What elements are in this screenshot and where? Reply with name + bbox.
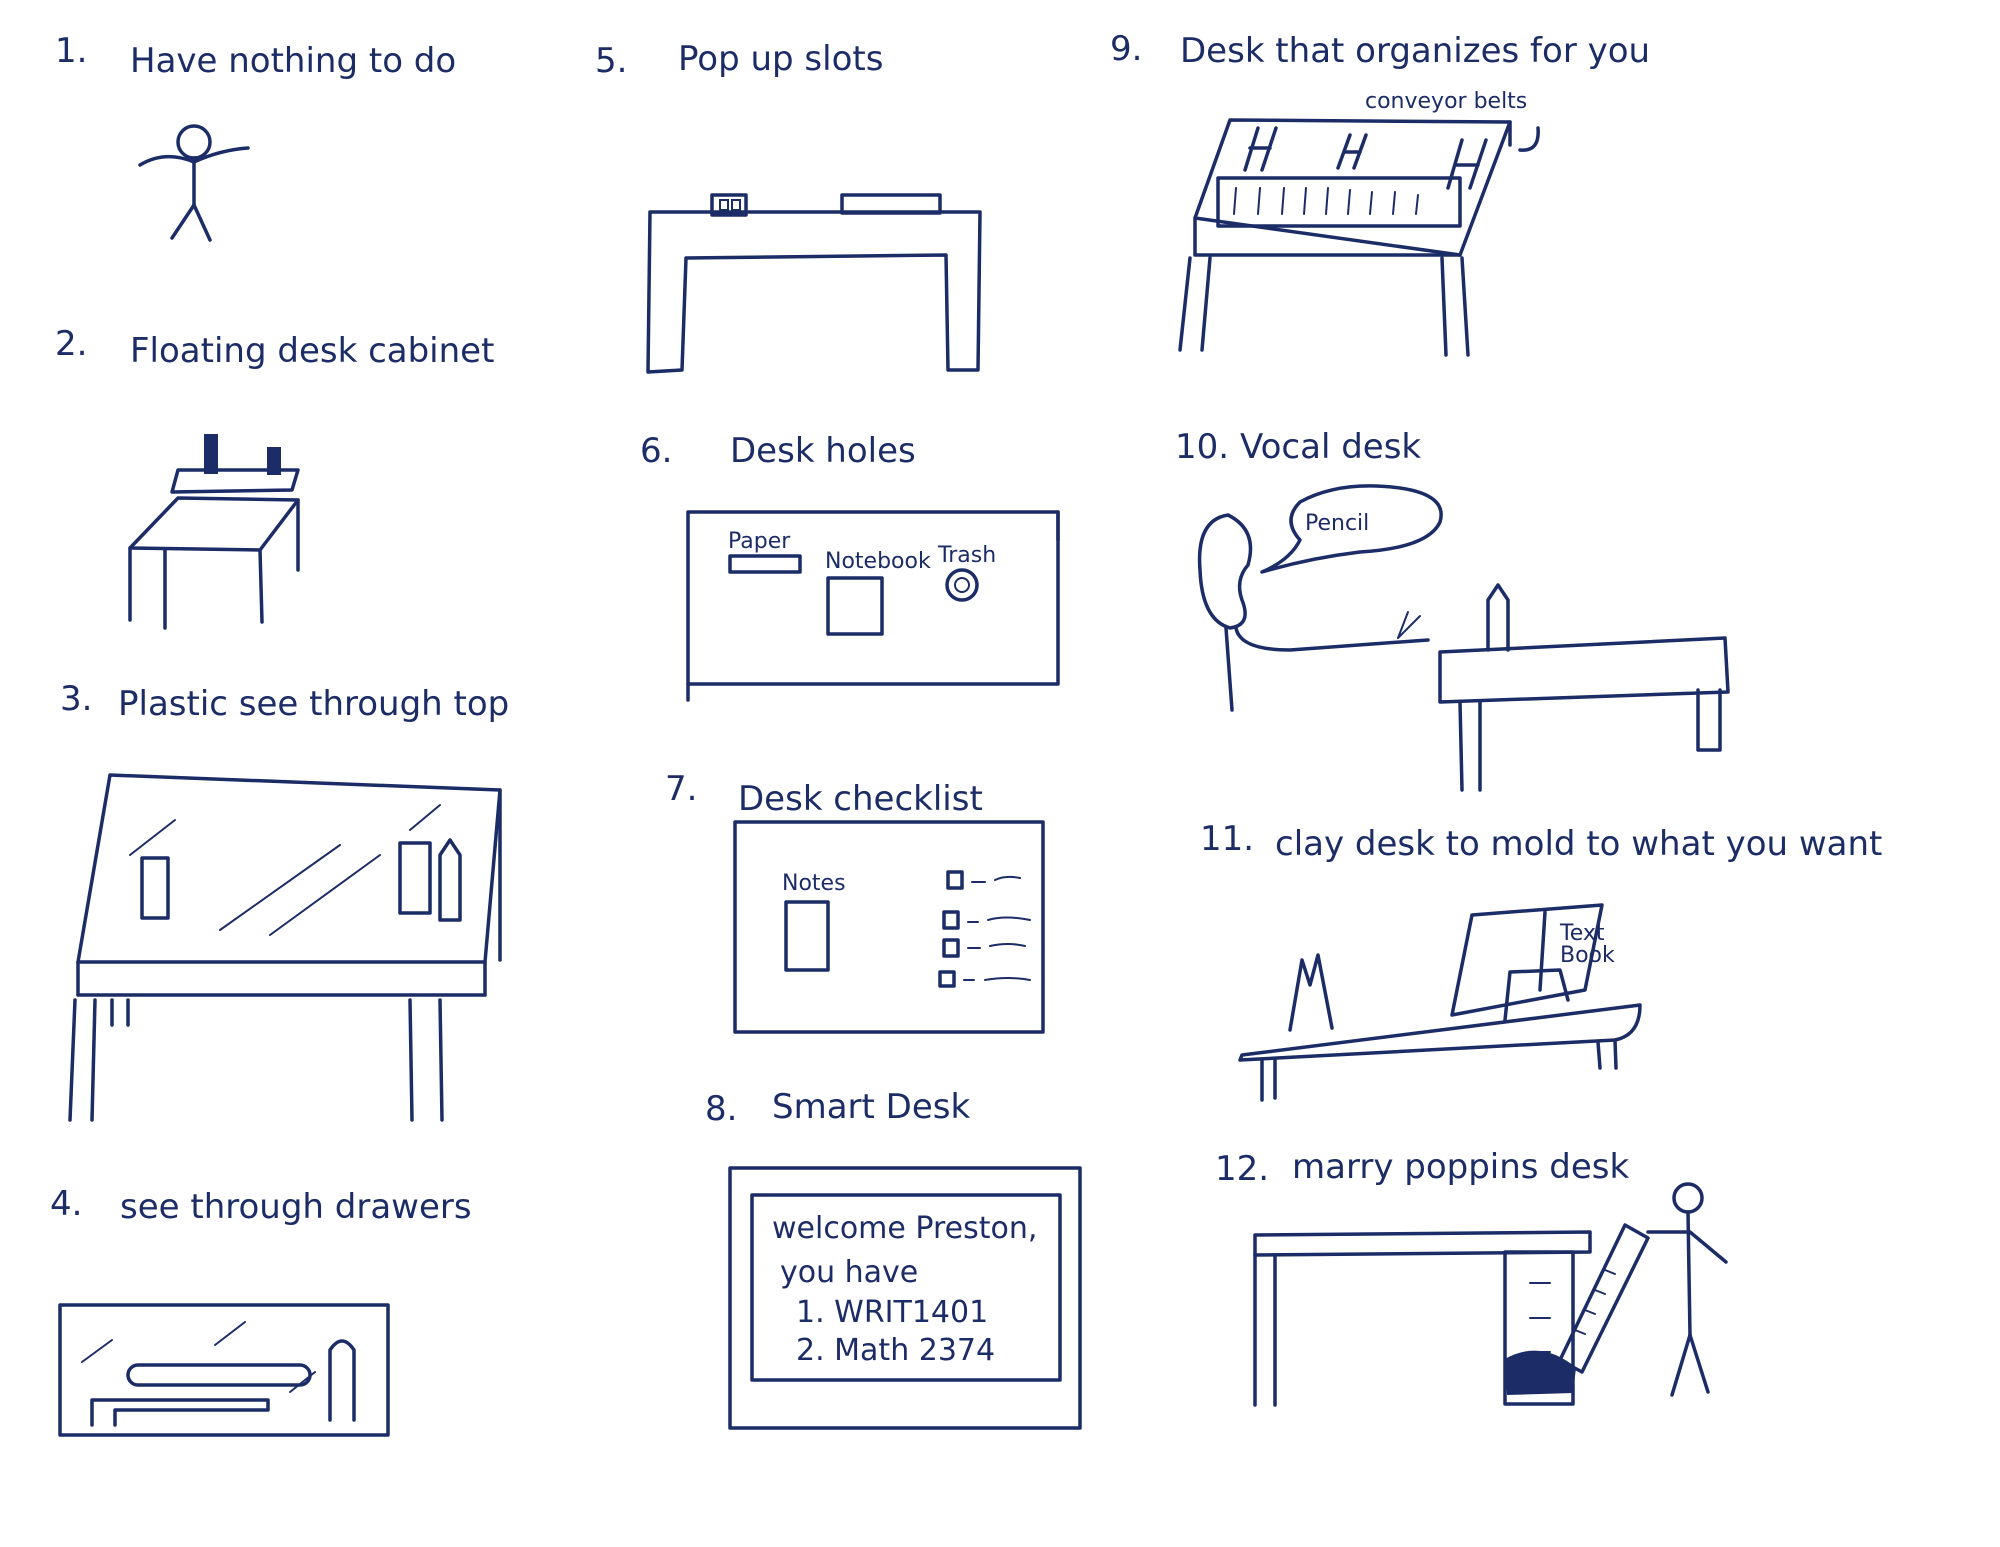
idea-9-number: 9. — [1110, 29, 1142, 69]
idea-7: 7. Desk checklist Notes — [665, 769, 1045, 1034]
idea-2-number: 2. — [55, 324, 87, 364]
person-stick-figure — [1646, 1182, 1728, 1397]
idea-10: 10. Vocal desk Pencil — [1175, 427, 1730, 792]
paper-label: Paper — [728, 529, 791, 554]
pop-up-slots-desk-sketch — [646, 193, 982, 374]
trash-label: Trash — [937, 543, 996, 568]
checklist-items — [938, 870, 1031, 988]
conveyor-belts-label: conveyor belts — [1365, 89, 1527, 114]
notes-label: Notes — [782, 871, 846, 896]
notebook-label: Notebook — [825, 549, 931, 574]
idea-3: 3. Plastic see through top — [60, 679, 509, 1122]
text-label: Text — [1559, 921, 1605, 946]
idea-8-title: Smart Desk — [772, 1087, 970, 1127]
idea-7-title: Desk checklist — [738, 779, 983, 819]
idea-2-title: Floating desk cabinet — [130, 331, 494, 371]
idea-6: 6. Desk holes Paper Notebook Trash — [640, 431, 1060, 702]
notebook-slot — [826, 576, 884, 636]
see-through-drawer-sketch — [58, 1303, 390, 1437]
notes-pad — [784, 900, 830, 972]
idea-10-number: 10. — [1175, 427, 1229, 467]
desk-holes-sketch: Paper Notebook Trash — [686, 510, 1060, 702]
floating-cabinet-sketch — [128, 434, 300, 630]
vocal-desk-sketch: Pencil — [1197, 484, 1730, 792]
idea-8-number: 8. — [705, 1089, 737, 1129]
screen-line-3: 1. WRIT1401 — [796, 1295, 988, 1330]
idea-12: 12. marry poppins desk — [1215, 1147, 1728, 1407]
idea-9: 9. Desk that organizes for you conveyor … — [1110, 29, 1650, 357]
organizing-desk-sketch — [1178, 118, 1540, 357]
book-label: Book — [1560, 943, 1615, 968]
idea-8: 8. Smart Desk welcome Preston, you have … — [705, 1087, 1082, 1430]
idea-1: 1. Have nothing to do — [55, 31, 456, 242]
idea-12-title: marry poppins desk — [1292, 1147, 1630, 1187]
idea-7-number: 7. — [665, 769, 697, 809]
paper-slot — [728, 554, 802, 574]
idea-11: 11. clay desk to mold to what you want T… — [1200, 819, 1882, 1102]
trash-hole — [945, 568, 979, 602]
speech-bubble — [1260, 484, 1443, 574]
idea-4-number: 4. — [50, 1184, 82, 1224]
idea-6-number: 6. — [640, 431, 672, 471]
head-profile — [1197, 513, 1253, 630]
screen-line-2: you have — [780, 1255, 918, 1290]
idea-4: 4. see through drawers — [50, 1184, 472, 1437]
idea-10-title: Vocal desk — [1240, 427, 1421, 467]
idea-6-title: Desk holes — [730, 431, 916, 471]
idea-11-number: 11. — [1200, 819, 1254, 859]
mary-poppins-desk-sketch — [1253, 1182, 1728, 1407]
pencil-sketch — [1486, 583, 1510, 652]
screen-line-1: welcome Preston, — [772, 1211, 1037, 1246]
pencil-label: Pencil — [1305, 511, 1369, 536]
see-through-top-desk-sketch — [68, 773, 502, 1122]
idea-4-title: see through drawers — [120, 1187, 472, 1227]
desk-checklist-sketch: Notes — [733, 820, 1045, 1034]
idea-2: 2. Floating desk cabinet — [55, 324, 494, 630]
idea-1-number: 1. — [55, 31, 87, 71]
screen-line-4: 2. Math 2374 — [796, 1333, 995, 1368]
smart-desk-screen — [750, 1193, 1062, 1382]
idea-3-number: 3. — [60, 679, 92, 719]
idea-5: 5. Pop up slots — [595, 39, 982, 374]
idea-1-title: Have nothing to do — [130, 41, 456, 81]
bored-stick-figure — [138, 124, 250, 242]
smart-desk-sketch: welcome Preston, you have 1. WRIT1401 2.… — [728, 1166, 1082, 1430]
idea-9-title: Desk that organizes for you — [1180, 31, 1650, 71]
idea-11-title: clay desk to mold to what you want — [1275, 824, 1882, 864]
clay-desk-sketch: Text Book — [1238, 903, 1642, 1102]
idea-12-number: 12. — [1215, 1149, 1269, 1189]
idea-5-number: 5. — [595, 41, 627, 81]
idea-3-title: Plastic see through top — [118, 684, 509, 724]
idea-5-title: Pop up slots — [678, 39, 883, 79]
